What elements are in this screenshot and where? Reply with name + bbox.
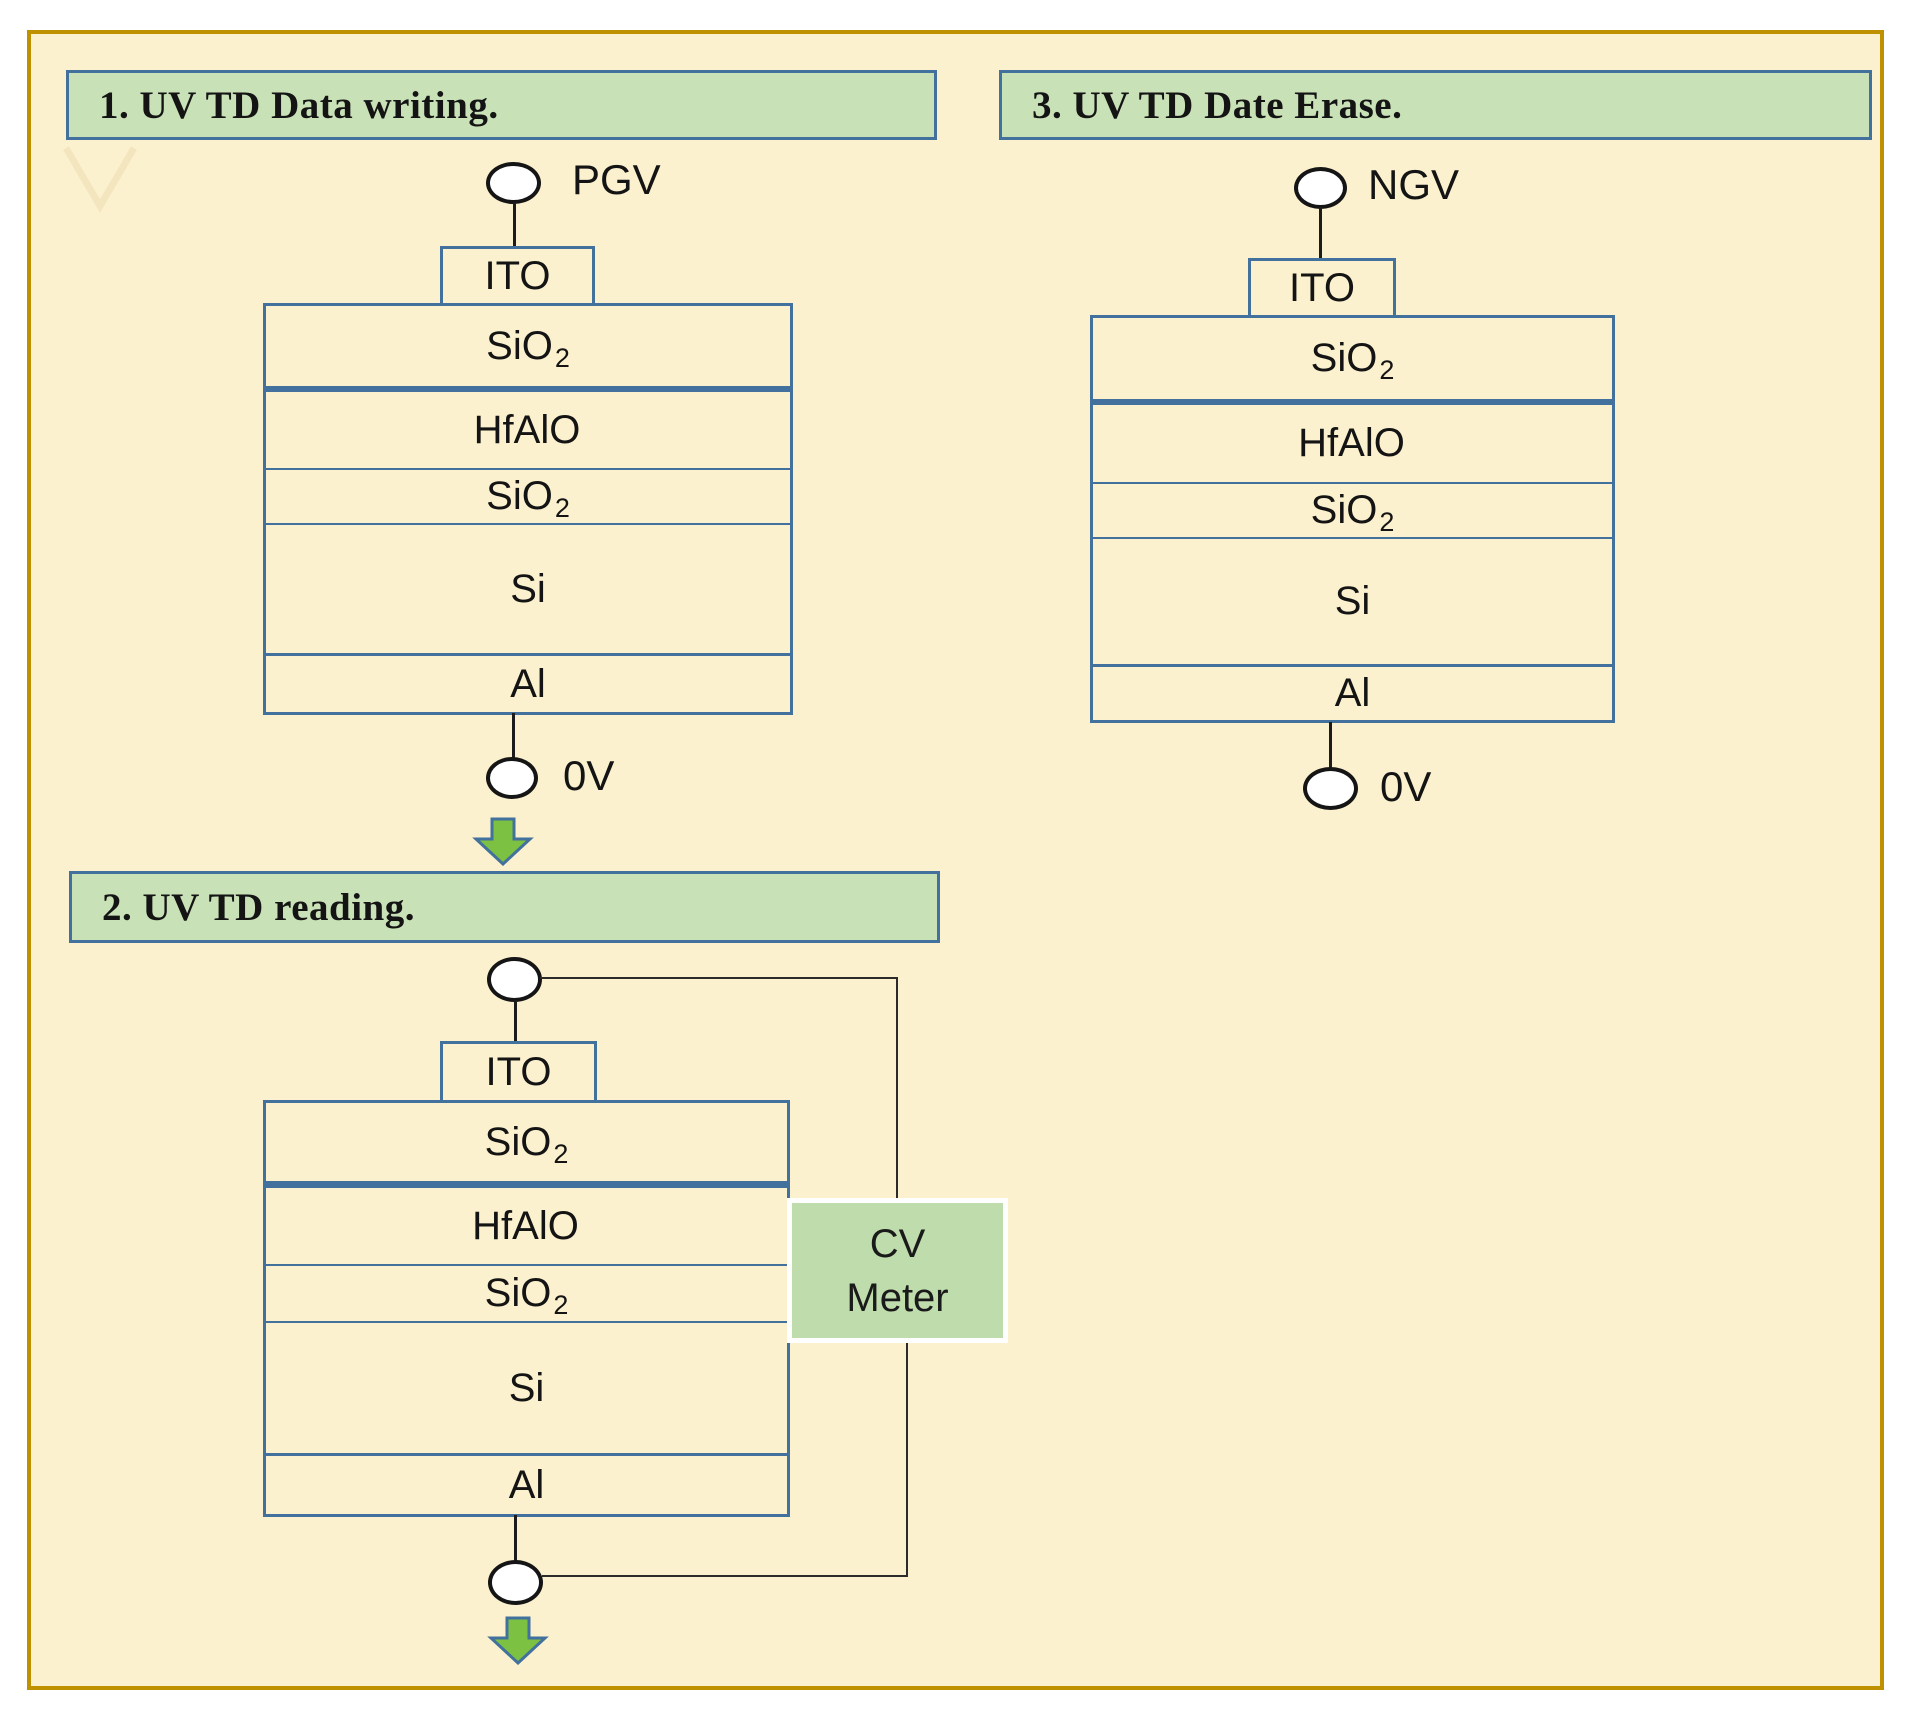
connector-line <box>514 1515 517 1562</box>
section-1-header: 1. UV TD Data writing. <box>66 70 937 140</box>
section-1-title: 1. UV TD Data writing. <box>99 83 499 127</box>
layer-label: HfAlO <box>472 1203 579 1248</box>
layer-subscript: 2 <box>1379 355 1395 385</box>
layer-subscript: 2 <box>1379 507 1395 537</box>
ito-electrode-2: ITO <box>440 1041 597 1100</box>
connector-line <box>1319 207 1322 260</box>
layer-subscript: 2 <box>554 493 570 523</box>
cv-meter: CV Meter <box>787 1198 1008 1343</box>
terminal-circle-read-top <box>487 957 542 1002</box>
tunnel-barrier-divider <box>266 386 790 392</box>
cv-meter-line2: Meter <box>846 1275 949 1320</box>
layer-subscript: 2 <box>554 342 570 373</box>
layer-si: Si <box>266 523 790 653</box>
layer-al: Al <box>1093 664 1612 720</box>
section-3-title: 3. UV TD Date Erase. <box>1032 83 1403 127</box>
ito-label: ITO <box>1289 265 1355 310</box>
ito-label: ITO <box>485 1049 552 1094</box>
wire-bottom-horizontal <box>542 1575 908 1577</box>
layer-hfalo: HfAlO <box>266 392 790 468</box>
section-2-header: 2. UV TD reading. <box>69 871 940 943</box>
layer-label: Al <box>510 661 546 706</box>
section-3-header: 3. UV TD Date Erase. <box>999 70 1872 140</box>
layer-label: Al <box>508 1462 545 1507</box>
connector-line <box>513 202 516 248</box>
wire-top-horizontal <box>540 977 898 979</box>
connector-line <box>514 1000 517 1043</box>
tunnel-barrier-divider <box>1093 399 1612 405</box>
layer-label: Si <box>1334 579 1371 623</box>
layer-label: SiO <box>486 474 553 518</box>
layer-label: Al <box>1334 671 1371 715</box>
tunnel-barrier-divider <box>266 1181 787 1188</box>
layer-si: Si <box>266 1321 787 1453</box>
watermark-chevron <box>62 146 138 213</box>
layer-hfalo: HfAlO <box>1093 405 1612 482</box>
zero-volt-label-writing: 0V <box>563 752 615 799</box>
terminal-circle-0v-erase <box>1303 767 1358 810</box>
terminal-circle-ngv <box>1294 167 1347 209</box>
terminal-circle-0v-writing <box>486 757 538 799</box>
layer-label: HfAlO <box>1298 421 1405 465</box>
section-2-title: 2. UV TD reading. <box>102 885 415 929</box>
layer-label: HfAlO <box>473 407 581 452</box>
layer-hfalo: HfAlO <box>266 1188 787 1264</box>
terminal-circle-read-bottom <box>488 1560 543 1605</box>
layer-label: Si <box>508 1365 545 1410</box>
layer-subscript: 2 <box>553 1290 569 1320</box>
zero-volt-label-erase: 0V <box>1380 763 1432 810</box>
layer-label: SiO <box>484 1119 552 1164</box>
layer-label: Si <box>510 566 546 611</box>
terminal-circle-pgv <box>486 162 541 204</box>
layer-si: Si <box>1093 537 1612 664</box>
ngv-label: NGV <box>1368 161 1460 208</box>
wire-top-vertical <box>896 977 898 1201</box>
layer-al: Al <box>266 1453 787 1514</box>
layer-label: SiO <box>1310 336 1378 380</box>
cv-meter-line1: CV <box>869 1221 926 1266</box>
down-arrow-icon <box>487 1616 549 1665</box>
layer-subscript: 2 <box>553 1138 569 1169</box>
layer-label: SiO <box>1310 488 1378 532</box>
connector-line <box>512 713 515 759</box>
layer-label: SiO <box>484 1271 552 1315</box>
pgv-label: PGV <box>572 156 661 203</box>
connector-line <box>1329 722 1332 769</box>
down-arrow-icon <box>472 817 534 866</box>
layer-label: SiO <box>486 323 553 368</box>
ito-label: ITO <box>484 253 551 298</box>
ito-electrode-1: ITO <box>440 246 595 303</box>
figure-panel-background <box>27 30 1884 1690</box>
wire-bottom-vertical <box>906 1341 908 1576</box>
ito-electrode-3: ITO <box>1248 258 1396 315</box>
layer-al: Al <box>266 653 790 712</box>
